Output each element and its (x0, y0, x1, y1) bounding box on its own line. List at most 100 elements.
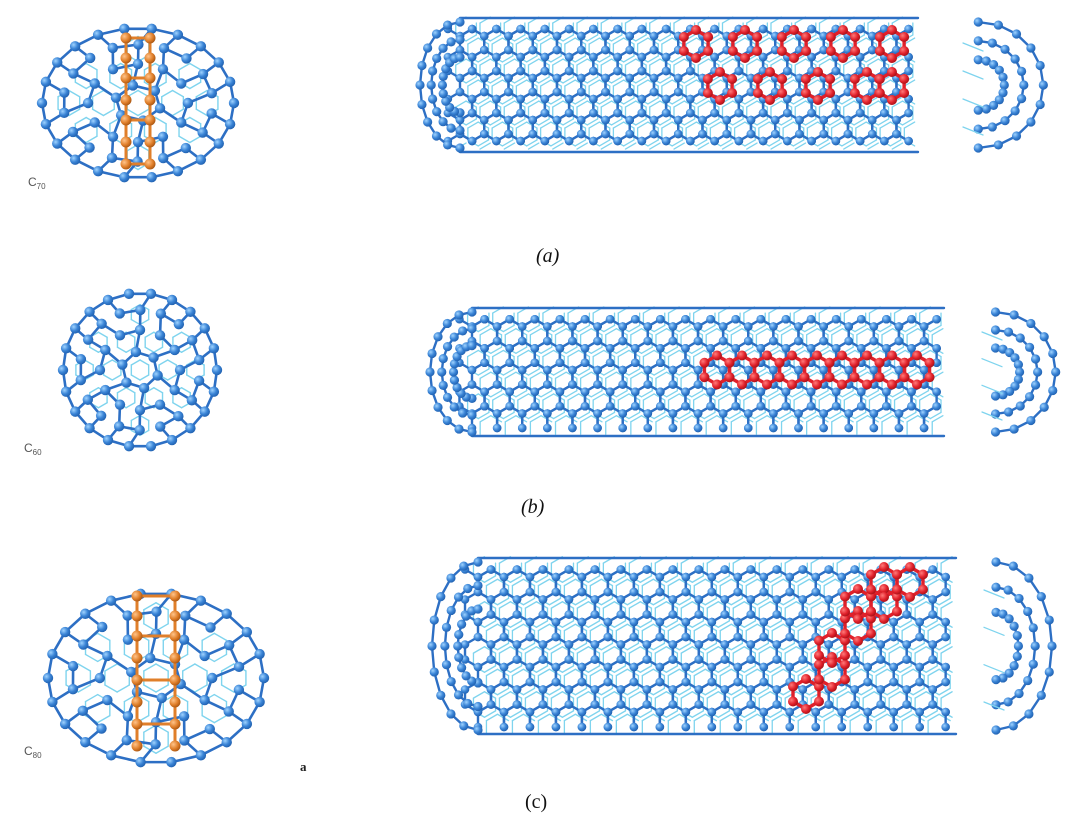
back-bond (562, 118, 575, 126)
carbon-atom (82, 97, 94, 109)
red-atom (749, 357, 760, 368)
red-atom (800, 88, 811, 98)
back-bond (125, 387, 136, 394)
back-bond (758, 79, 770, 87)
carbon-atom (199, 694, 210, 706)
carbon-atom (693, 409, 703, 418)
atoms (42, 588, 270, 768)
carbon-atom (706, 343, 715, 353)
carbon-atom (455, 35, 465, 45)
carbon-atom (146, 172, 157, 183)
back-bond (746, 142, 758, 150)
back-bond (721, 100, 734, 108)
red-atom (749, 372, 760, 383)
carbon-atom (867, 129, 877, 139)
carbon-atom (105, 595, 117, 606)
carbon-atom (1024, 392, 1035, 402)
red-atom (691, 25, 701, 35)
back-bond (479, 100, 491, 108)
red-atom (752, 46, 763, 56)
red-atom (703, 46, 714, 56)
red-atom (813, 95, 823, 105)
carbon-atom (528, 129, 538, 139)
carbon-atom (1000, 44, 1010, 54)
carbon-atom (102, 434, 114, 446)
carbon-atom (530, 343, 540, 353)
red-atom (678, 46, 689, 56)
back-bond (538, 34, 550, 42)
carbon-atom (113, 421, 125, 432)
carbon-atom (176, 117, 187, 128)
carbon-atom (564, 24, 574, 34)
back-bond (843, 100, 855, 108)
back-bond (126, 108, 139, 117)
back-bond (879, 79, 892, 87)
carbon-atom (993, 20, 1003, 30)
carbon-atom (208, 386, 220, 397)
orange-atom (120, 72, 132, 84)
carbon-atom (919, 322, 929, 331)
red-atom (874, 32, 885, 42)
red-atom (887, 95, 897, 105)
carbon-atom (77, 705, 89, 717)
carbon-atom (1011, 131, 1022, 141)
carbon-atom (94, 672, 106, 684)
back-bond (817, 139, 829, 147)
carbon-atom (479, 115, 489, 125)
carbon-atom (97, 621, 108, 633)
carbon-atom (568, 409, 577, 418)
carbon-atom (618, 336, 627, 346)
back-bond (720, 55, 732, 63)
carbon-atom (576, 31, 586, 41)
carbon-atom (743, 365, 753, 375)
carbon-atom (150, 739, 161, 750)
red-atom (727, 74, 738, 84)
carbon-atom (589, 108, 598, 118)
carbon-atom (625, 115, 635, 125)
carbon-atom (734, 136, 744, 146)
carbon-atom (467, 66, 477, 76)
back-bond (515, 37, 528, 45)
carbon-atom (661, 94, 671, 104)
back-bond (527, 142, 540, 150)
red-atom (724, 357, 735, 368)
carbon-atom (105, 750, 117, 761)
carbon-atom (449, 375, 460, 385)
red-atom (752, 32, 763, 42)
carbon-atom (80, 608, 91, 619)
carbon-atom (492, 108, 501, 118)
carbon-atom (504, 31, 513, 41)
carbon-atom (505, 358, 514, 368)
carbon-atom (206, 108, 217, 119)
back-bond (661, 37, 673, 45)
carbon-atom (894, 423, 904, 433)
red-atom (789, 25, 799, 35)
orange-atom (120, 158, 132, 170)
carbon-atom (1048, 348, 1058, 359)
red-atom (762, 379, 772, 390)
carbon-atom (146, 23, 157, 34)
back-bond (552, 58, 564, 66)
back-bond (465, 34, 478, 42)
carbon-atom (127, 80, 139, 91)
carbon-atom (180, 142, 192, 154)
carbon-atom (59, 87, 70, 98)
red-atom (899, 46, 910, 56)
carbon-atom (718, 423, 728, 433)
back-bond (867, 100, 879, 108)
carbon-atom (60, 343, 72, 354)
carbon-atom (132, 58, 144, 70)
carbon-atom (95, 410, 107, 421)
carbon-atom (540, 108, 550, 118)
carbon-atom (528, 115, 538, 125)
carbon-atom (625, 31, 635, 41)
carbon-atom (819, 115, 829, 125)
carbon-atom (176, 78, 187, 89)
red-atom (774, 357, 785, 368)
back-bond (503, 100, 516, 108)
carbon-atom (686, 108, 695, 118)
back-bond (564, 37, 576, 45)
orange-atom (131, 590, 143, 602)
carbon-atom (552, 45, 562, 55)
